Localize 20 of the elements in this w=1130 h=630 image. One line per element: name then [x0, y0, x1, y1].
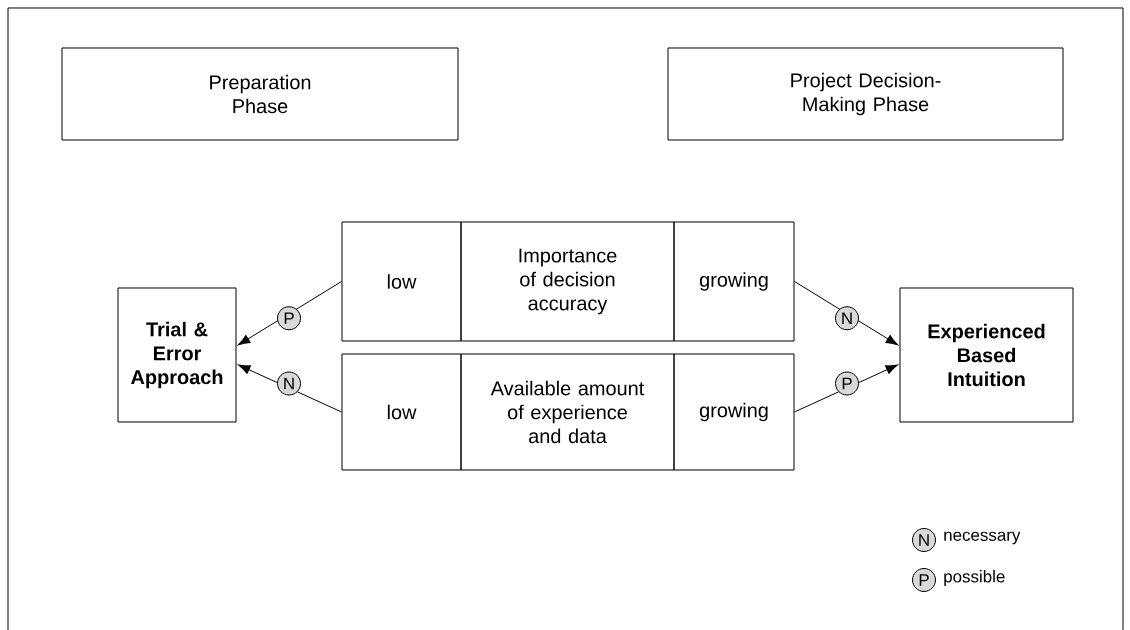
arrow	[237, 364, 342, 413]
table-cell: low	[341, 353, 462, 471]
arrow	[794, 281, 899, 346]
edge-label: N	[277, 371, 301, 396]
phase-box: Preparation Phase	[61, 47, 459, 141]
table-cell: Importance of decision accuracy	[460, 221, 675, 342]
legend-text: possible	[944, 570, 1005, 586]
arrow	[237, 281, 342, 346]
legend-text: necessary	[944, 531, 1021, 545]
phase-box: Project Decision-Making Phase	[667, 47, 1064, 141]
edge-label: P	[277, 306, 301, 331]
table-cell: Available amount of experience and data	[460, 353, 675, 471]
edge-label: N	[835, 306, 859, 331]
table-cell: growing	[673, 353, 795, 471]
arrow	[794, 364, 899, 413]
edge-label: P	[835, 371, 859, 396]
approach-box: Experienced Based Intuition	[899, 287, 1074, 423]
table-cell: low	[341, 221, 462, 342]
table-cell: growing	[673, 221, 795, 342]
approach-box: Trial & Error Approach	[117, 287, 237, 423]
